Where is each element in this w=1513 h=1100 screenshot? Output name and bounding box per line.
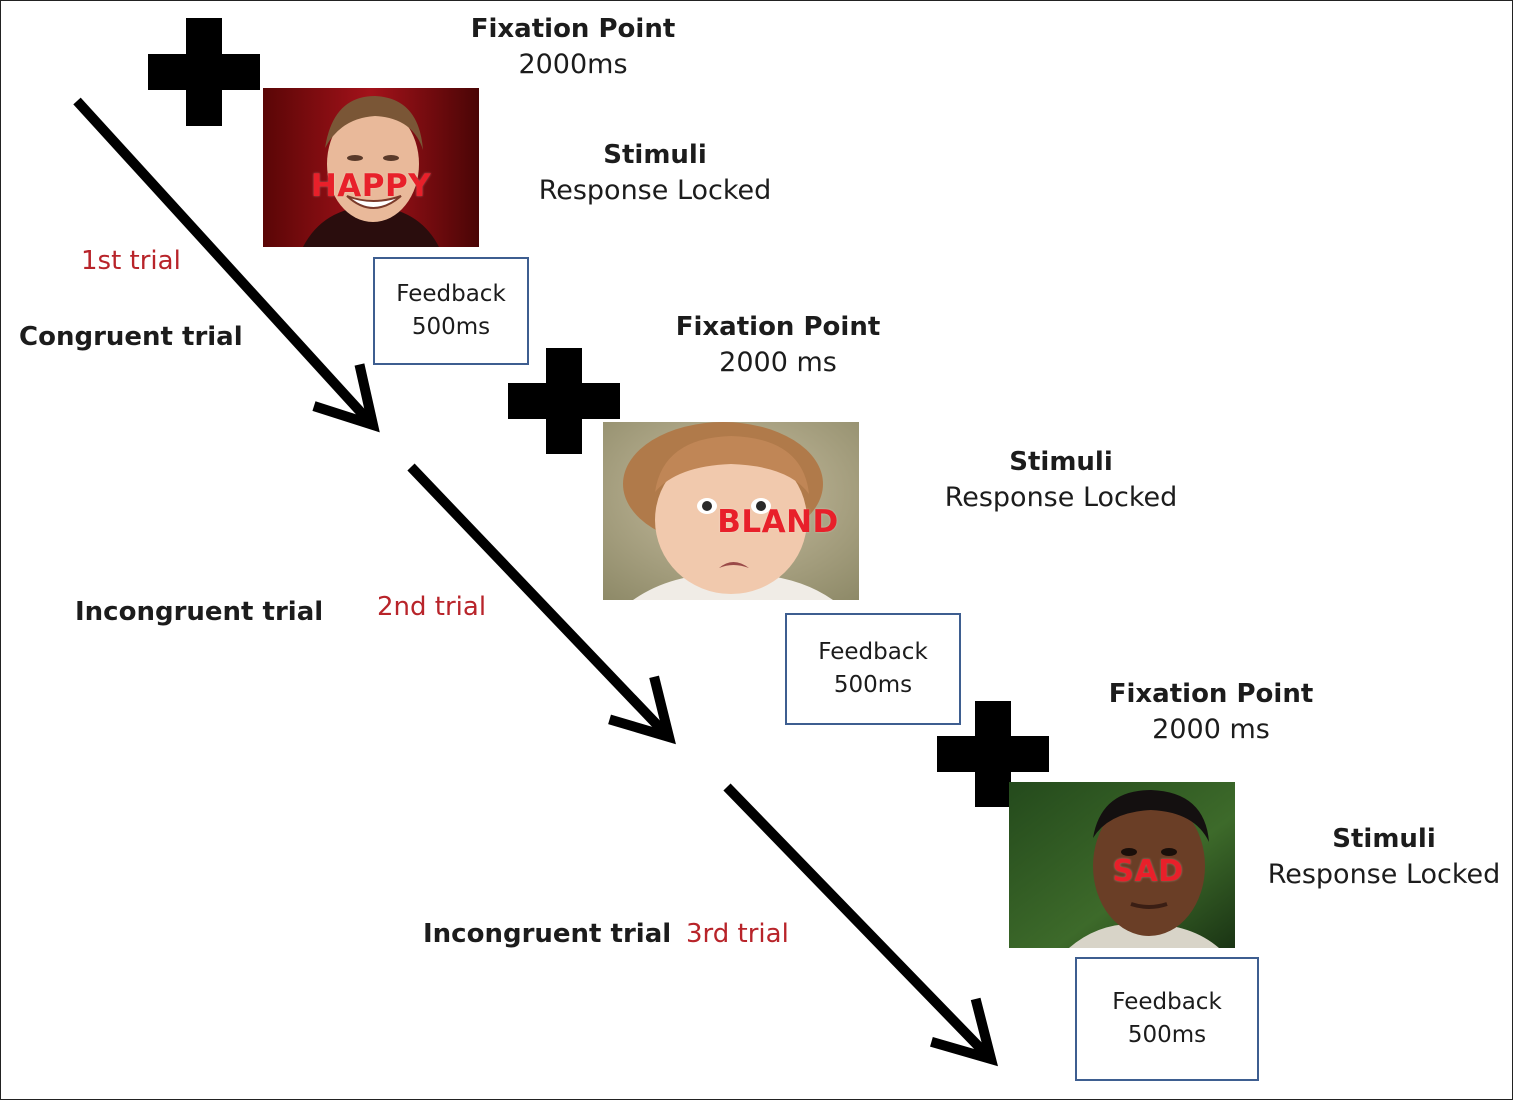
fixation-title: Fixation Point bbox=[470, 14, 676, 44]
stimulus-label: Stimuli Response Locked bbox=[931, 446, 1191, 515]
feedback-title: Feedback bbox=[1112, 988, 1222, 1015]
fixation-duration: 2000ms bbox=[518, 48, 628, 80]
stimulus-image-bland: BLAND bbox=[603, 422, 859, 600]
fixation-cross-icon bbox=[508, 348, 620, 454]
fixation-cross-icon bbox=[937, 701, 1049, 807]
stimulus-image-happy: HAPPY bbox=[263, 88, 479, 247]
trial-type-label: Congruent trial bbox=[19, 322, 243, 352]
stimulus-word: BLAND bbox=[717, 504, 839, 540]
stimulus-subtitle: Response Locked bbox=[944, 481, 1178, 513]
stimulus-image-sad: SAD bbox=[1009, 782, 1235, 948]
stimulus-label: Stimuli Response Locked bbox=[525, 139, 785, 208]
fixation-label: Fixation Point 2000ms bbox=[453, 13, 693, 82]
feedback-box: Feedback 500ms bbox=[785, 613, 961, 725]
fixation-label: Fixation Point 2000 ms bbox=[658, 311, 898, 380]
fixation-title: Fixation Point bbox=[1108, 679, 1314, 709]
feedback-title: Feedback bbox=[818, 638, 928, 665]
trial-number-label: 2nd trial bbox=[377, 592, 487, 622]
timeline-arrow-1 bbox=[73, 97, 380, 433]
stimulus-subtitle: Response Locked bbox=[538, 174, 772, 206]
stimulus-title: Stimuli bbox=[1009, 447, 1113, 477]
trial-number-label: 3rd trial bbox=[686, 919, 789, 949]
arrowhead-icon bbox=[312, 363, 380, 433]
timeline-arrow-2 bbox=[407, 463, 676, 745]
arrowhead-icon bbox=[930, 997, 999, 1067]
feedback-box: Feedback 500ms bbox=[373, 257, 529, 365]
feedback-title: Feedback bbox=[396, 280, 506, 307]
stimulus-word: SAD bbox=[1112, 854, 1184, 889]
stimulus-subtitle: Response Locked bbox=[1267, 858, 1501, 890]
fixation-title: Fixation Point bbox=[675, 312, 881, 342]
feedback-box: Feedback 500ms bbox=[1075, 957, 1259, 1081]
fixation-duration: 2000 ms bbox=[719, 346, 837, 378]
stimulus-word: HAPPY bbox=[310, 168, 432, 204]
stimulus-title: Stimuli bbox=[1332, 824, 1436, 854]
feedback-duration: 500ms bbox=[1127, 1022, 1207, 1048]
timeline-arrow-3 bbox=[723, 783, 999, 1067]
stimulus-label: Stimuli Response Locked bbox=[1259, 823, 1509, 892]
fixation-label: Fixation Point 2000 ms bbox=[1091, 678, 1331, 747]
trial-type-label: Incongruent trial bbox=[75, 597, 324, 627]
fixation-cross-icon bbox=[148, 18, 260, 126]
arrowhead-icon bbox=[608, 675, 676, 745]
stimulus-title: Stimuli bbox=[603, 140, 707, 170]
trial-type-label: Incongruent trial bbox=[423, 919, 672, 949]
feedback-duration: 500ms bbox=[833, 672, 913, 698]
feedback-duration: 500ms bbox=[411, 314, 491, 340]
fixation-duration: 2000 ms bbox=[1152, 713, 1270, 745]
trial-number-label: 1st trial bbox=[81, 246, 181, 276]
